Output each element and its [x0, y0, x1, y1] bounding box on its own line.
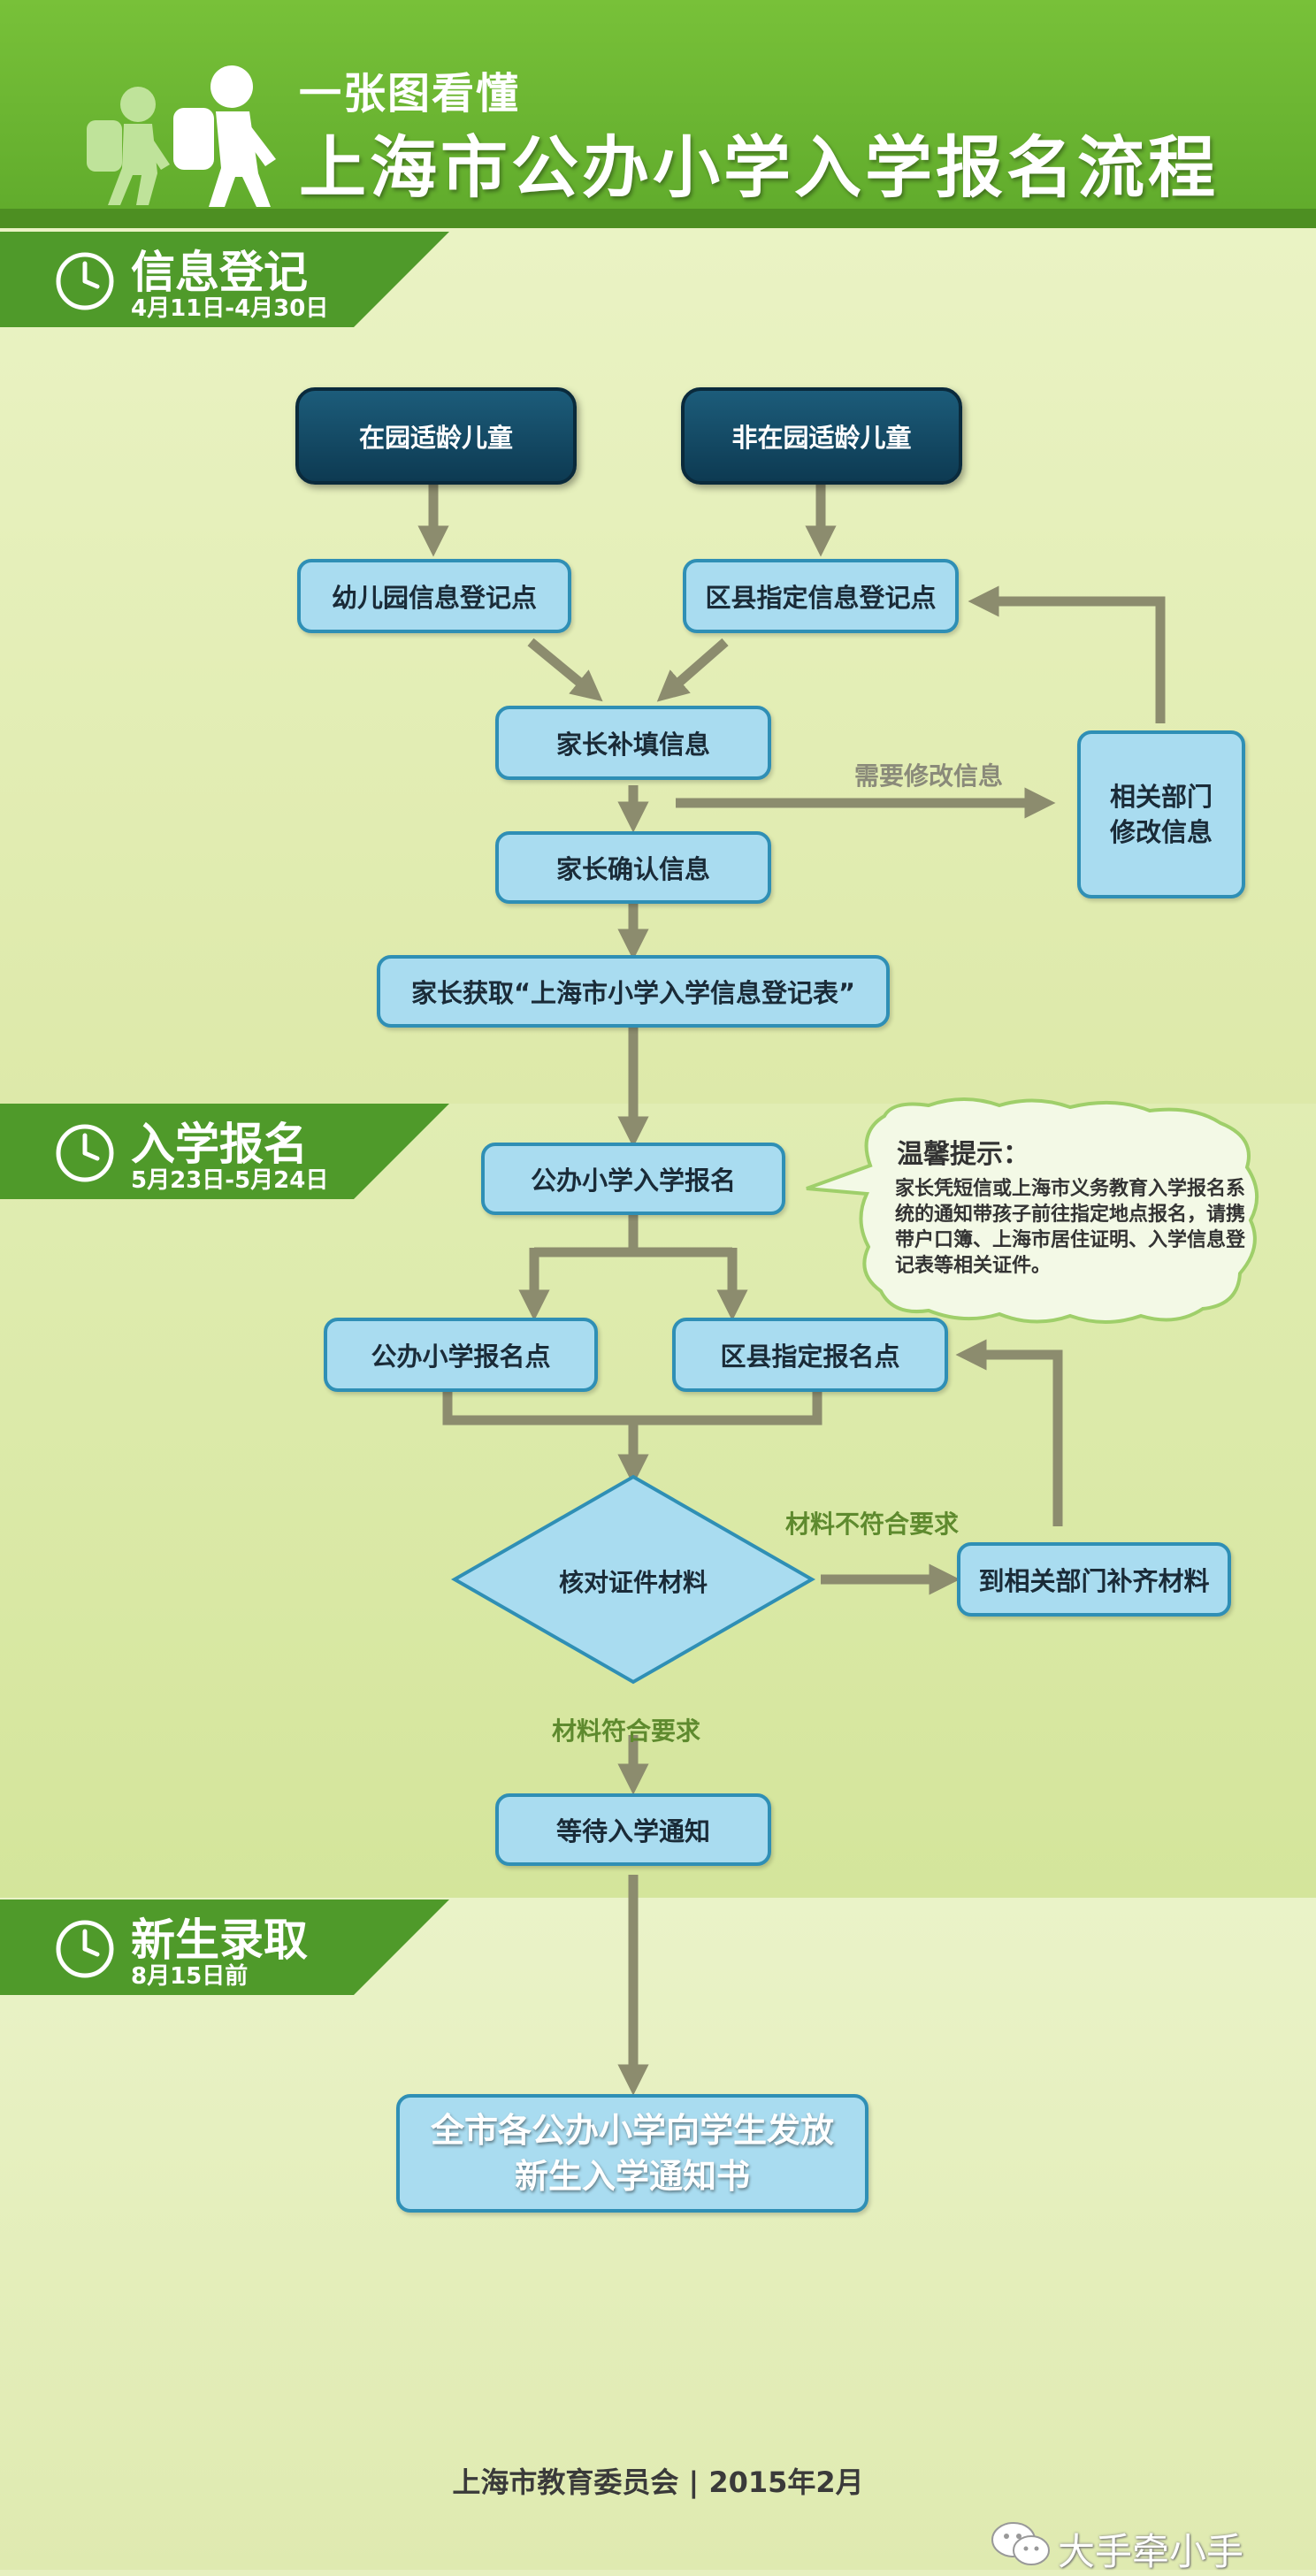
- watermark-text: 大手牵小手: [1058, 2530, 1244, 2573]
- clock-icon: [56, 1920, 114, 1978]
- node-dept-modify-line1: 相关部门: [1109, 782, 1213, 812]
- tip-title: 温馨提示：: [897, 1139, 1029, 1170]
- node-final-line1: 全市各公办小学向学生发放: [430, 2111, 834, 2150]
- clock-icon: [56, 1124, 114, 1182]
- node-final-line2: 新生入学通知书: [514, 2157, 750, 2196]
- clock-icon: [56, 252, 114, 310]
- stage-banner-info-register: 信息登记 4月11日-4月30日: [0, 232, 451, 327]
- edge-label-not-meet: 材料不符合要求: [785, 1510, 960, 1539]
- node-parent-fill: 家长补填信息: [495, 706, 771, 780]
- stage-date: 8月15日前: [131, 1963, 249, 1990]
- stage3-background: [0, 1898, 1316, 2570]
- walking-people-icon: [87, 65, 276, 207]
- stage-title: 新生录取: [131, 1915, 308, 1966]
- node-in-kindergarten: 在园适龄儿童: [295, 387, 577, 485]
- header-subtitle: 一张图看懂: [299, 69, 521, 118]
- node-parent-confirm: 家长确认信息: [495, 831, 771, 904]
- stage-date: 4月11日-4月30日: [131, 295, 329, 322]
- node-district-point: 区县指定报名点: [672, 1318, 948, 1392]
- node-school-point: 公办小学报名点: [324, 1318, 598, 1392]
- edge-label-need-modify: 需要修改信息: [854, 761, 1004, 791]
- stage-title: 入学报名: [131, 1119, 308, 1170]
- header-divider: [0, 209, 1316, 228]
- stage-banner-enroll: 入学报名 5月23日-5月24日: [0, 1104, 451, 1199]
- node-public-enroll: 公办小学入学报名: [481, 1143, 785, 1215]
- node-not-in-kindergarten: 非在园适龄儿童: [681, 387, 962, 485]
- node-dept-modify: 相关部门 修改信息: [1077, 730, 1245, 898]
- stage-title: 信息登记: [131, 247, 308, 298]
- stage-banner-admission: 新生录取 8月15日前: [0, 1900, 451, 1995]
- node-verify: 核对证件材料: [558, 1568, 708, 1597]
- wechat-icon: [991, 2522, 1050, 2565]
- node-parent-get-form: 家长获取“上海市小学入学信息登记表”: [377, 955, 890, 1028]
- stage-date: 5月23日-5月24日: [131, 1167, 329, 1194]
- tip-body: 家长凭短信或上海市义务教育入学报名系统的通知带孩子前往指定地点报名，请携带户口簿…: [895, 1178, 1246, 1277]
- node-wait-notice: 等待入学通知: [495, 1793, 771, 1866]
- node-dept-modify-line2: 修改信息: [1109, 817, 1213, 847]
- node-final: 全市各公办小学向学生发放 新生入学通知书: [396, 2094, 868, 2213]
- edge-label-meet: 材料符合要求: [552, 1716, 701, 1746]
- footer-credit: 上海市教育委员会 | 2015年2月: [452, 2465, 864, 2499]
- page-title: 上海市公办小学入学报名流程: [299, 128, 1219, 207]
- node-district-register: 区县指定信息登记点: [683, 559, 959, 633]
- node-kindergarten-register: 幼儿园信息登记点: [297, 559, 571, 633]
- node-supplement: 到相关部门补齐材料: [957, 1542, 1231, 1617]
